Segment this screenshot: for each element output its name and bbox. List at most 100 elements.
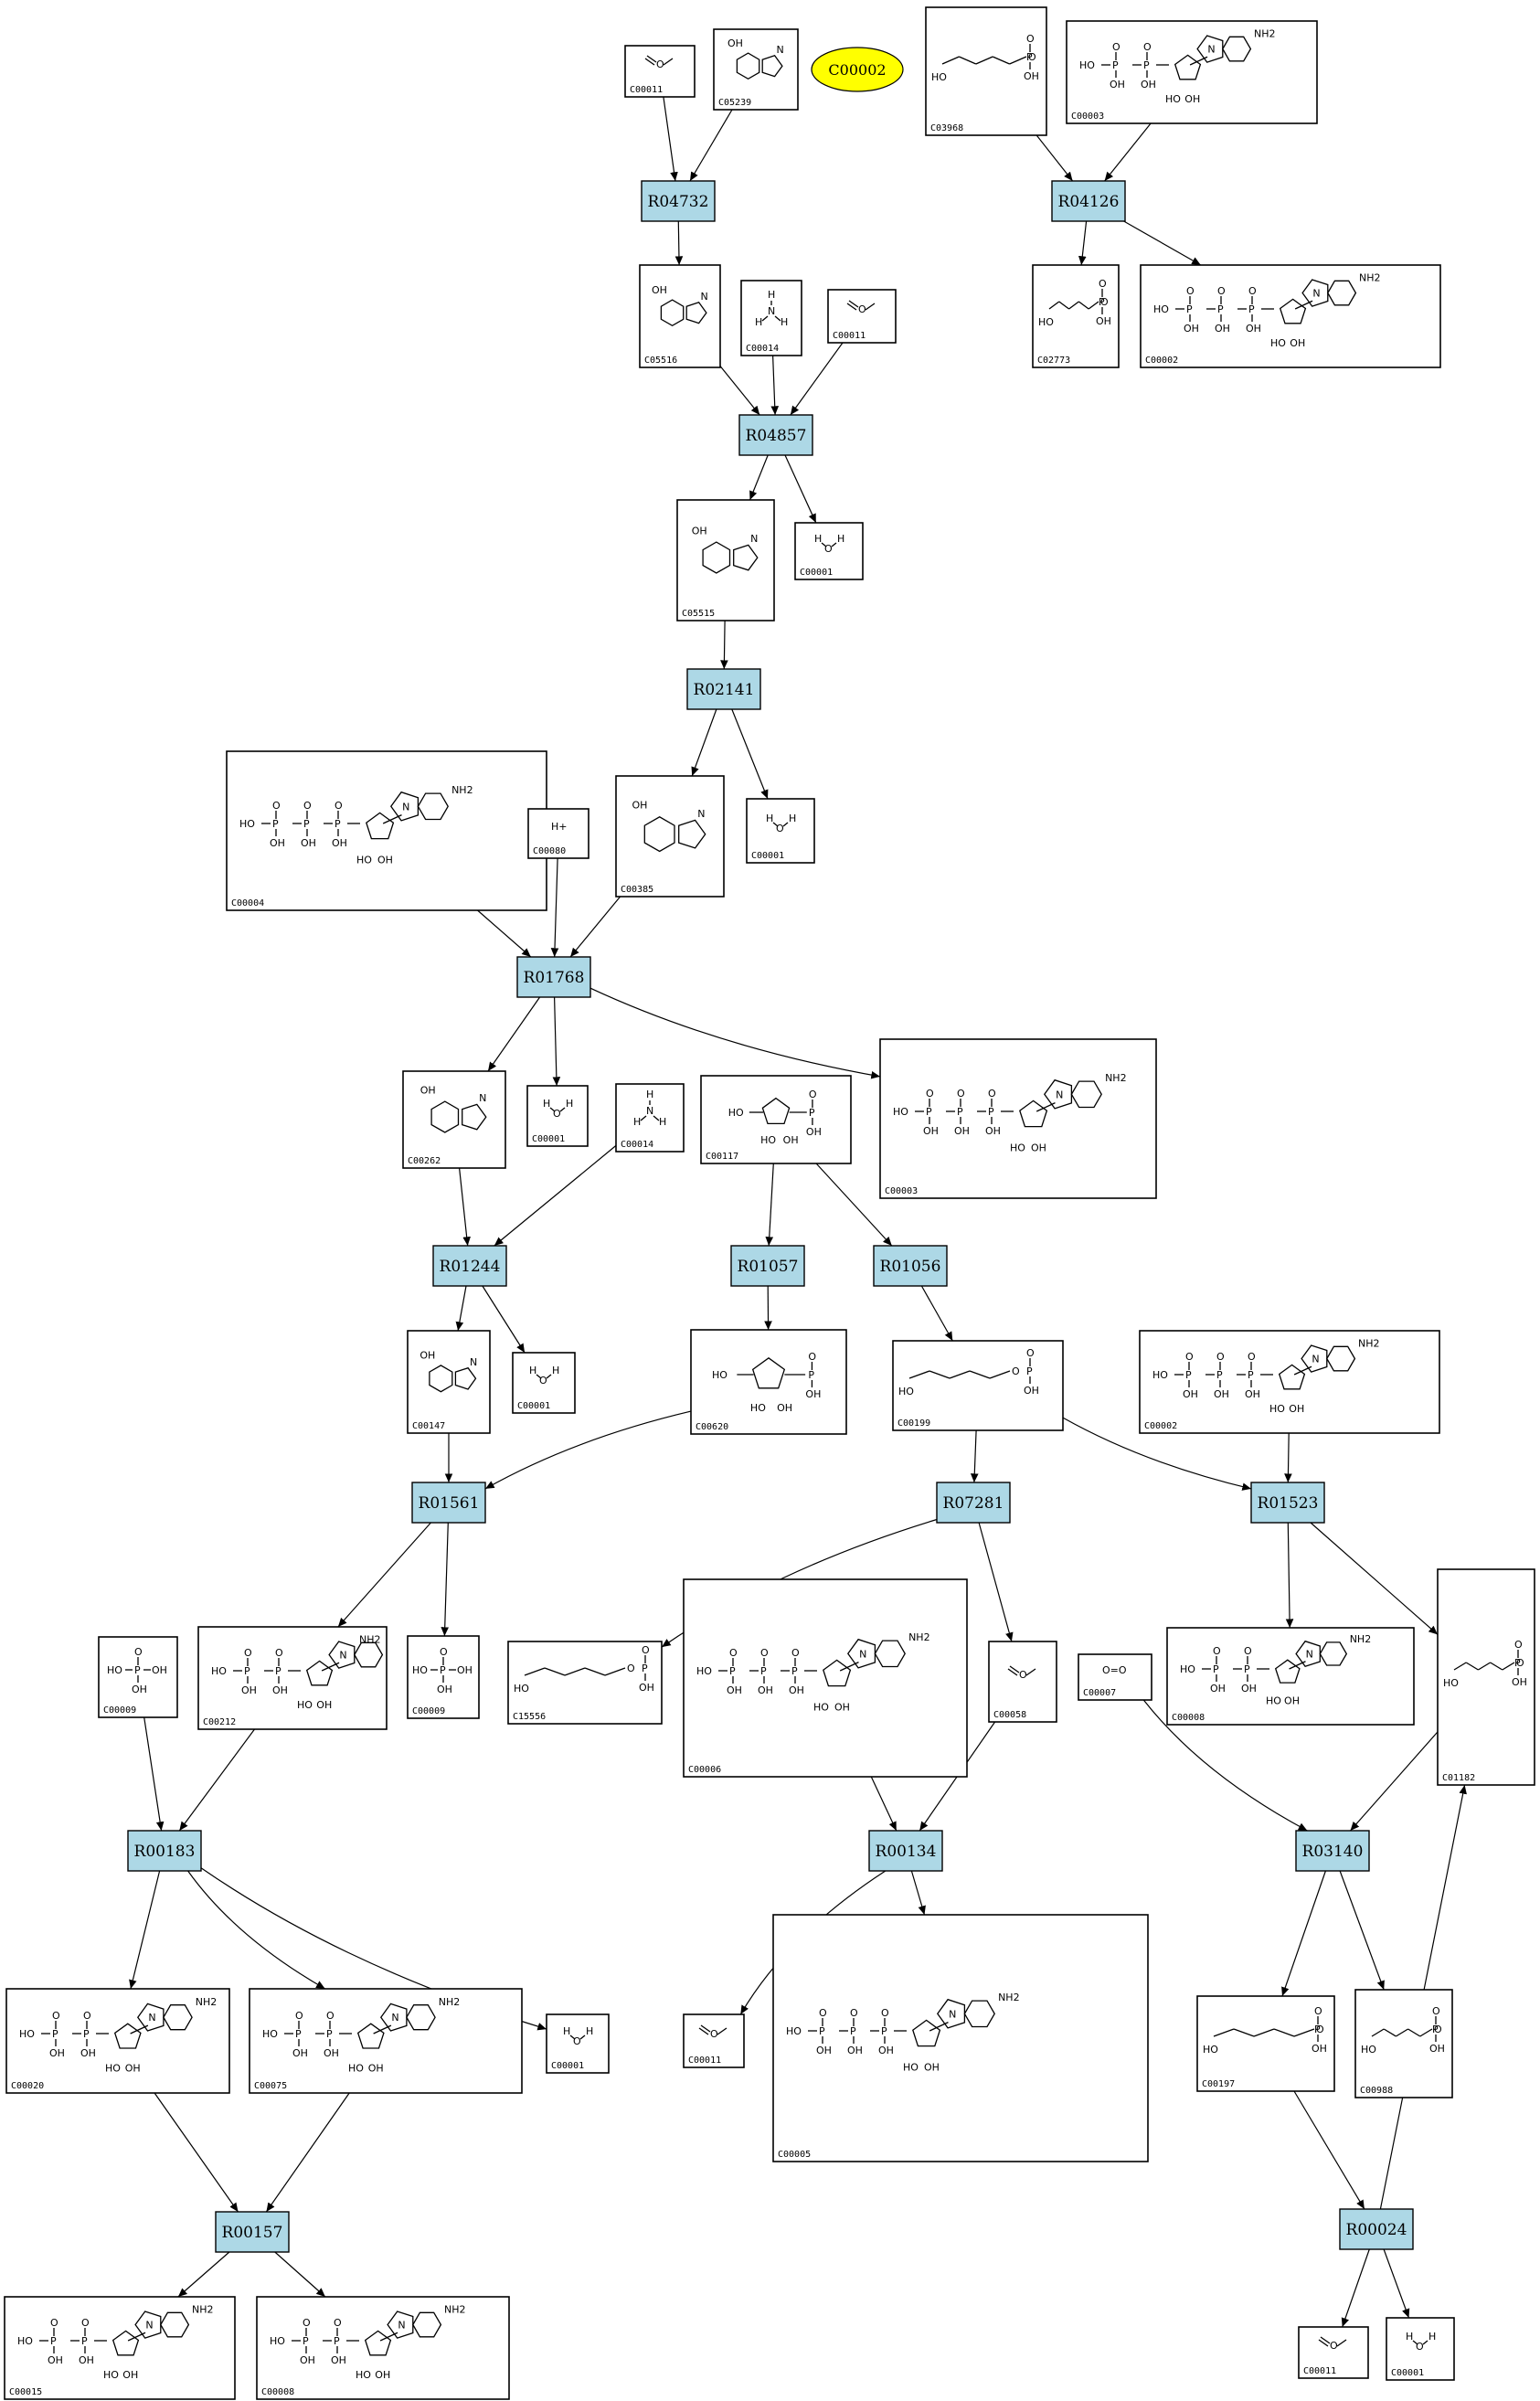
reaction-node[interactable]: R01056 [873,1245,948,1287]
compound-box [197,1626,388,1730]
hydroxyl-group: OH [300,2354,315,2366]
reaction-node[interactable]: R00024 [1339,2208,1414,2250]
edge-arrow [487,996,541,1072]
reaction-node[interactable]: R00157 [215,2211,290,2253]
hydroxyl-group: OH [1210,1683,1226,1695]
ring-bond [160,2311,190,2338]
ring-bond [1327,280,1357,306]
ring-bond [1278,1364,1306,1390]
phosphorus-atom: P [52,2028,58,2040]
amino-group: NH2 [998,1992,1020,2003]
reaction-node[interactable]: R04857 [738,414,813,456]
compound-id-label: C00009 [412,1706,445,1716]
reaction-node[interactable]: R01244 [432,1245,507,1287]
hydroxyl-group: OH [270,837,285,849]
oxygen-atom: O [83,2010,91,2022]
reaction-node[interactable]: R07281 [936,1482,1011,1524]
edge-arrow [550,857,559,958]
reaction-node[interactable]: R00134 [868,1830,943,1872]
reaction-node[interactable]: R04732 [641,180,716,222]
bond [1025,1668,1036,1676]
reaction-node[interactable]: R01523 [1250,1482,1325,1524]
reaction-node[interactable]: R04126 [1051,180,1126,222]
compound-box [512,1352,576,1414]
compound-node[interactable]: H+C00080 [527,808,589,859]
reaction-box [1250,1482,1325,1524]
phosphorus-atom: P [791,1665,798,1677]
hydroxyl-group: OH [457,1664,473,1676]
hydrogen-atom: H [659,1116,666,1128]
highlight-compound-node[interactable]: C00002 [811,47,904,92]
nitrogen-atom: N [470,1356,477,1368]
oxygen-atom: O [760,1647,769,1659]
amino-group: NH2 [451,784,473,796]
reaction-node[interactable]: R01561 [411,1482,486,1524]
reaction-node[interactable]: R01057 [730,1245,805,1287]
reaction-node[interactable]: R00183 [127,1830,202,1872]
oxygen-atom: O [1316,2024,1324,2035]
reaction-node[interactable]: R02141 [686,668,761,710]
compound-box [713,28,799,111]
ring-bond [113,2023,142,2049]
phosphorus-atom: P [1143,59,1150,71]
reaction-node[interactable]: R01768 [516,956,591,998]
oxygen-atom: O [440,1646,448,1658]
compound-box [740,280,802,356]
hydroxyl-group: OH [377,855,393,866]
reaction-node[interactable]: R03140 [1295,1830,1370,1872]
phosphorus-atom: P [809,1107,815,1119]
bond [929,1370,951,1379]
phosphorus-atom: P [272,818,279,830]
hydroxyl-group: HO [750,1402,766,1414]
